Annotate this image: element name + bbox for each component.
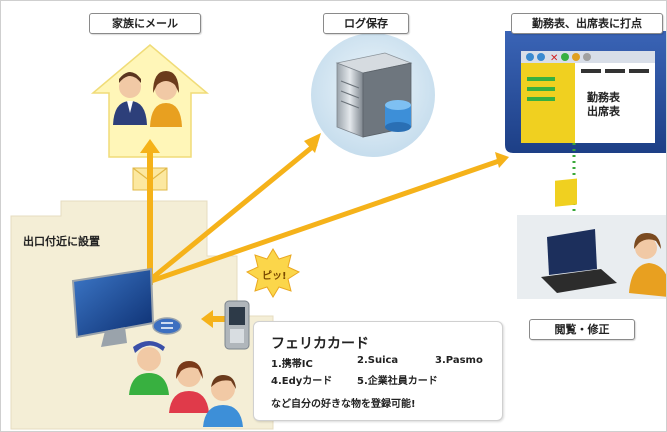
person-icon: [113, 72, 147, 125]
felica-item-3: 3.Pasmo: [435, 355, 483, 366]
near-exit-label: 出口付近に設置: [23, 235, 100, 248]
svg-text:✕: ✕: [550, 53, 558, 64]
person-icon: [129, 341, 169, 395]
felica-item-4: 4.Edyカード: [271, 376, 333, 387]
beep-label: ピッ!: [262, 271, 287, 282]
view-edit-label: 閲覧・修正: [529, 319, 635, 340]
person-icon: [629, 233, 666, 297]
person-icon: [150, 71, 182, 127]
reader-terminal-icon: [71, 267, 182, 347]
felica-item-1: 1.携帯IC: [271, 359, 313, 370]
attendance-sheet-panel: ✕: [505, 31, 666, 153]
laptop-icon: [541, 178, 617, 293]
person-icon: [169, 361, 209, 413]
felica-card-box: [253, 321, 503, 421]
family-mail-label: 家族にメール: [89, 13, 201, 34]
felica-card-title: フェリカカード: [271, 336, 369, 352]
attendance-doc-line1: 勤務表: [587, 91, 620, 104]
felica-note: など自分の好きな物を登録可能!: [271, 399, 416, 410]
attendance-doc-line2: 出席表: [587, 105, 620, 118]
person-icon: [203, 375, 243, 427]
log-save-label: ログ保存: [323, 13, 409, 34]
felica-item-5: 5.企業社員カード: [357, 376, 438, 387]
house-icon: [90, 44, 210, 158]
beep-burst: [245, 248, 301, 298]
felica-item-2: 2.Suica: [357, 355, 399, 366]
server-icon: [335, 52, 413, 138]
database-icon: [385, 100, 411, 132]
phone-icon: [224, 300, 250, 350]
attendance-stamp-label: 勤務表、出席表に打点: [511, 13, 663, 34]
